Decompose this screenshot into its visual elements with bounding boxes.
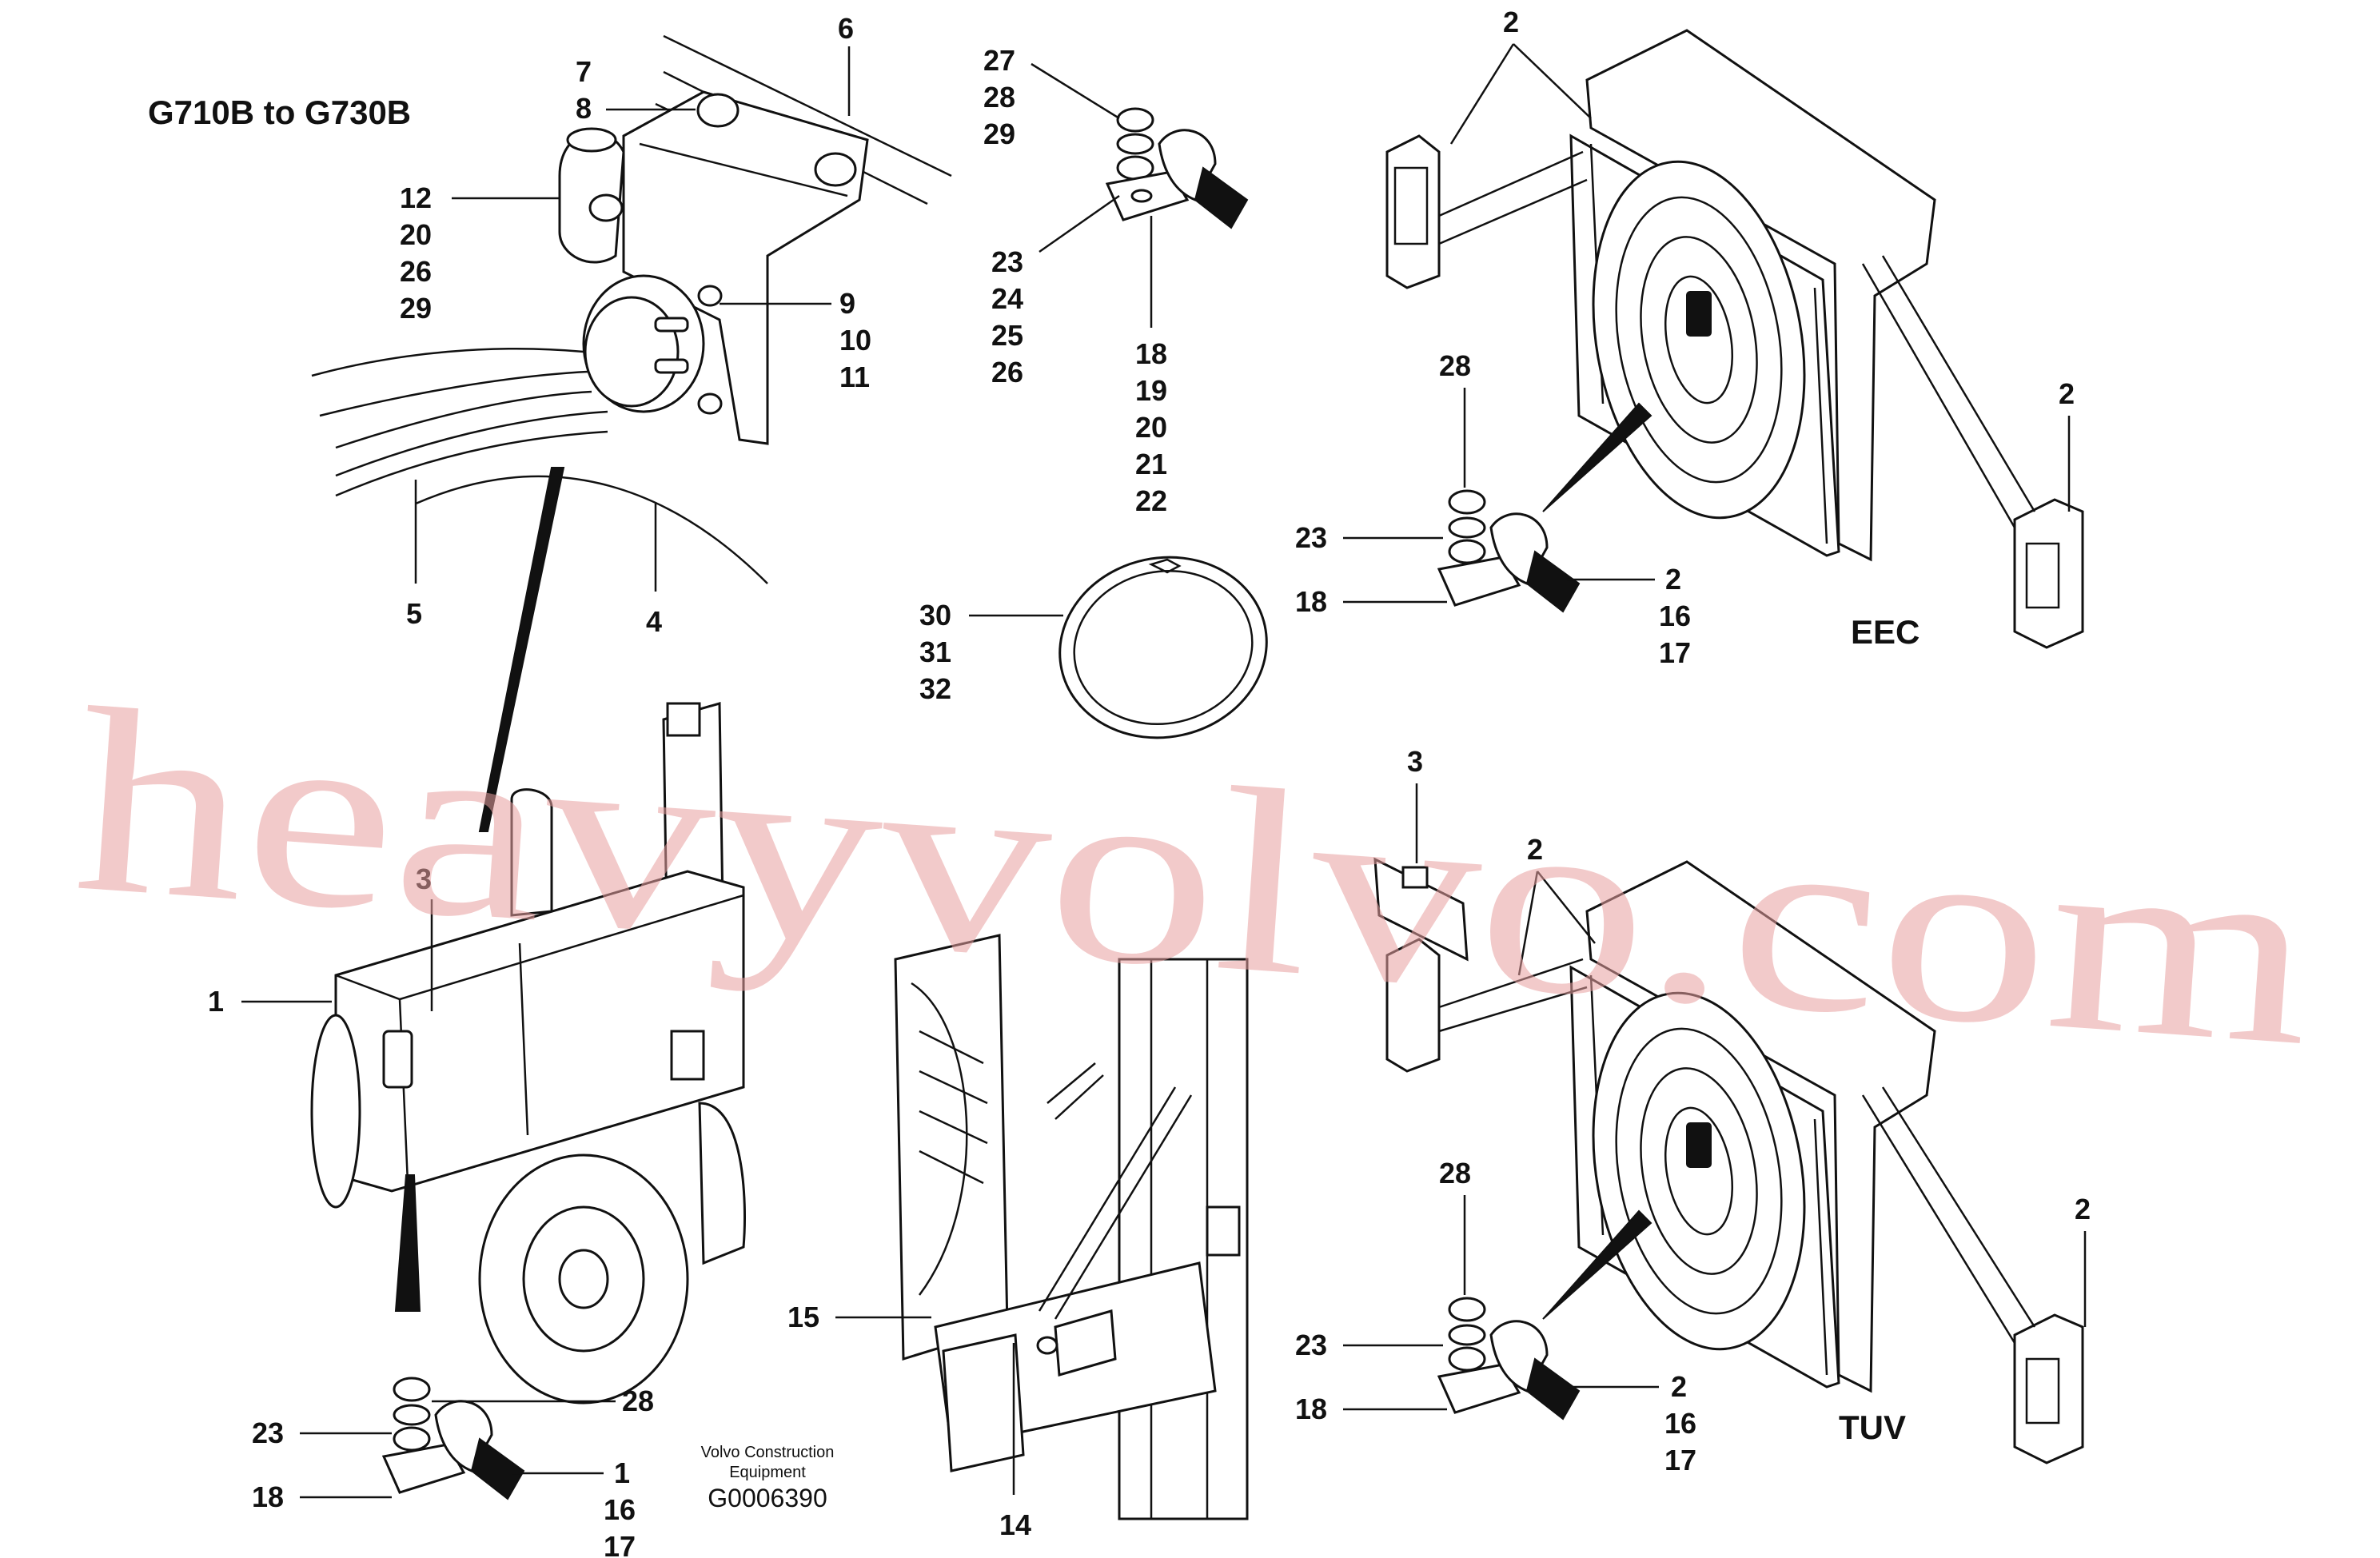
clamp-assembly-top (1105, 107, 1249, 229)
callout-3: 3 (416, 863, 432, 895)
callout-2: 2 (1527, 833, 1543, 866)
callout-17: 17 (604, 1530, 636, 1558)
callout-16: 16 (1659, 600, 1691, 632)
callout-2: 2 (1671, 1370, 1687, 1403)
callout-18: 18 (1135, 337, 1167, 370)
eec-callouts: 2 28 23 18 2 16 17 2 EEC (1295, 6, 2075, 669)
callout-23: 23 (1295, 1329, 1327, 1361)
callout-26: 26 (991, 356, 1023, 389)
mount-detail (894, 934, 1249, 1520)
callout-8: 8 (576, 92, 592, 125)
machine-callouts: 3 1 (208, 863, 433, 1018)
clamp-top-callouts: 27 28 29 23 24 25 26 18 19 20 21 22 (983, 44, 1167, 517)
model-range-label: G710B to G730B (148, 94, 411, 131)
callout-23: 23 (991, 245, 1023, 278)
callout-10: 10 (839, 324, 871, 357)
callout-29: 29 (983, 118, 1015, 150)
callout-32: 32 (919, 672, 951, 705)
callout-18: 18 (1295, 585, 1327, 618)
callout-2: 2 (1665, 563, 1681, 596)
callout-17: 17 (1659, 636, 1691, 669)
tuv-clamp (1437, 1209, 1652, 1421)
callout-31: 31 (919, 636, 951, 668)
callout-7: 7 (576, 55, 592, 88)
callout-21: 21 (1135, 448, 1167, 480)
tuv-callouts: 3 2 28 23 18 2 16 17 2 TUV (1295, 745, 2091, 1476)
callout-3: 3 (1407, 745, 1423, 778)
callout-14: 14 (999, 1508, 1031, 1541)
clamp-assembly-bottom (381, 1377, 525, 1500)
callout-23: 23 (1295, 521, 1327, 554)
callout-19: 19 (1135, 374, 1167, 407)
callout-20: 20 (400, 218, 432, 251)
callout-28: 28 (983, 81, 1015, 114)
callout-2: 2 (2075, 1193, 2091, 1225)
callout-24: 24 (991, 282, 1023, 315)
socket-assembly (311, 34, 952, 584)
callout-16: 16 (1664, 1407, 1696, 1440)
callout-20: 20 (1135, 411, 1167, 444)
callout-28: 28 (1439, 1157, 1471, 1189)
callout-30: 30 (919, 599, 951, 632)
credit-line-2: Equipment (729, 1464, 806, 1481)
mount-callouts: 15 14 (787, 1301, 1031, 1541)
callout-2: 2 (2059, 377, 2075, 410)
clamp-bottom-callouts: 28 23 18 1 16 17 (252, 1385, 654, 1558)
hose-clip (1058, 556, 1268, 739)
callout-9: 9 (839, 287, 855, 320)
callout-17: 17 (1664, 1444, 1696, 1476)
callout-27: 27 (983, 44, 1015, 77)
callout-23: 23 (252, 1417, 284, 1449)
callout-15: 15 (787, 1301, 819, 1333)
drawing-credit: Volvo Construction Equipment G0006390 (701, 1444, 835, 1512)
credit-line-1: Volvo Construction (701, 1444, 835, 1461)
callout-5: 5 (406, 597, 422, 630)
callout-18: 18 (252, 1480, 284, 1513)
eec-heater-unit (1385, 29, 2084, 649)
socket-callouts: 6 7 8 12 20 26 29 9 10 11 5 4 (400, 12, 871, 638)
callout-1: 1 (208, 985, 224, 1018)
callout-12: 12 (400, 181, 432, 214)
eec-clamp (1437, 402, 1652, 613)
callout-28: 28 (622, 1385, 654, 1417)
callout-11: 11 (839, 361, 870, 393)
callout-28: 28 (1439, 349, 1471, 382)
drawing-id: G0006390 (708, 1484, 827, 1512)
callout-6: 6 (838, 12, 854, 45)
grader-machine (310, 467, 746, 1405)
callout-29: 29 (400, 292, 432, 325)
hose-clip-callouts: 30 31 32 (919, 599, 1063, 705)
callout-18: 18 (1295, 1393, 1327, 1425)
callout-4: 4 (646, 605, 662, 638)
callout-25: 25 (991, 319, 1023, 352)
callout-2: 2 (1503, 6, 1519, 38)
callout-1: 1 (614, 1456, 630, 1489)
eec-view-label: EEC (1851, 613, 1920, 651)
callout-22: 22 (1135, 484, 1167, 517)
callout-26: 26 (400, 255, 432, 288)
tuv-heater-unit (1373, 857, 2084, 1464)
tuv-view-label: TUV (1839, 1409, 1906, 1446)
callout-16: 16 (604, 1493, 636, 1526)
